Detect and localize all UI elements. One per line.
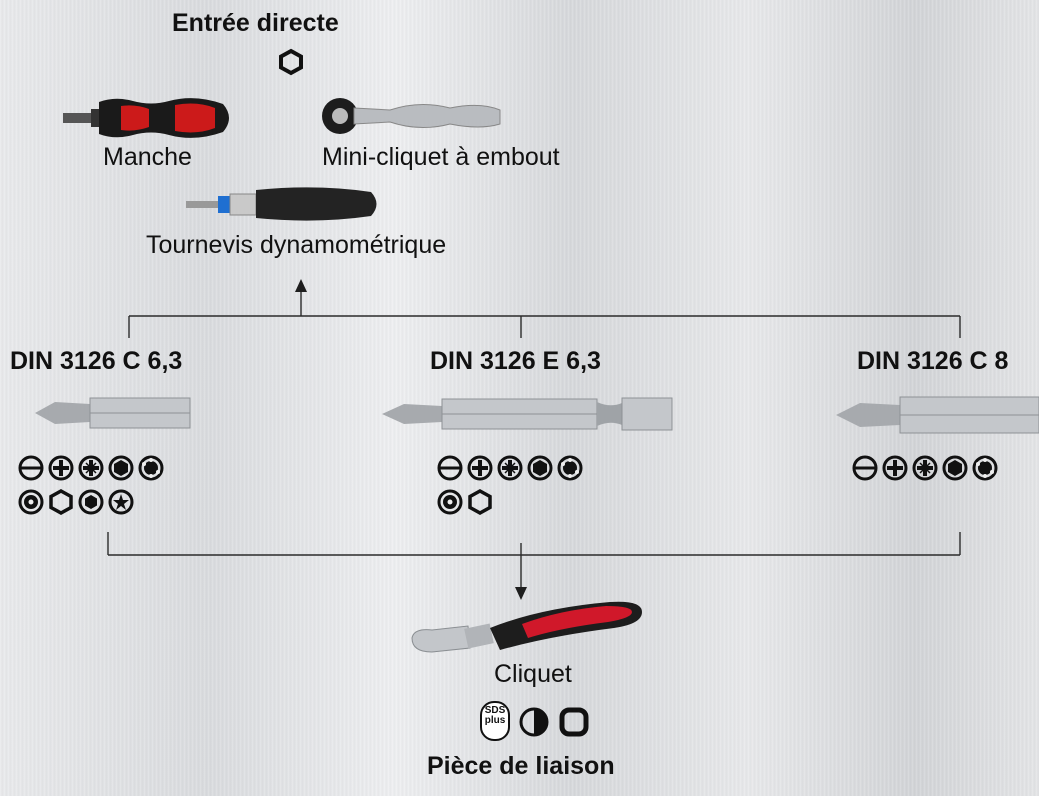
pozidriv-icon bbox=[497, 455, 523, 481]
connector-label: Pièce de liaison bbox=[427, 752, 615, 781]
half-circle-icon bbox=[518, 706, 550, 738]
ratchet-image bbox=[410, 598, 646, 662]
hex-socket-icon bbox=[48, 489, 74, 515]
torx-icon bbox=[557, 455, 583, 481]
plus-text: plus bbox=[485, 716, 506, 726]
phillips-icon bbox=[48, 455, 74, 481]
bit-label-e63: DIN 3126 E 6,3 bbox=[430, 347, 601, 376]
bit-label-c63: DIN 3126 C 6,3 bbox=[10, 347, 182, 376]
phillips-icon bbox=[882, 455, 908, 481]
bit-c63-profiles-row2 bbox=[18, 489, 134, 515]
ratchet-profiles: SDS plus bbox=[480, 701, 590, 741]
bit-c8-profiles-row1 bbox=[852, 455, 998, 481]
slot-icon bbox=[437, 455, 463, 481]
torx-icon bbox=[972, 455, 998, 481]
hex-solid-icon bbox=[78, 489, 104, 515]
slot-icon bbox=[18, 455, 44, 481]
triwing-icon bbox=[108, 489, 134, 515]
bit-label-c8: DIN 3126 C 8 bbox=[857, 347, 1008, 376]
bit-c63-profiles-row1 bbox=[18, 455, 164, 481]
arrow-up-icon bbox=[295, 279, 307, 292]
bit-c63-image bbox=[35, 393, 191, 433]
hex-socket-icon bbox=[467, 489, 493, 515]
torx-icon bbox=[138, 455, 164, 481]
hex-icon bbox=[942, 455, 968, 481]
phillips-icon bbox=[467, 455, 493, 481]
torx-tamper-icon bbox=[437, 489, 463, 515]
bit-c8-image bbox=[836, 393, 1039, 437]
bit-e63-profiles-row1 bbox=[437, 455, 583, 481]
hex-icon bbox=[108, 455, 134, 481]
hex-icon bbox=[527, 455, 553, 481]
sds-plus-icon: SDS plus bbox=[480, 701, 510, 741]
bit-e63-profiles-row2 bbox=[437, 489, 493, 515]
slot-icon bbox=[852, 455, 878, 481]
pozidriv-icon bbox=[912, 455, 938, 481]
ratchet-label: Cliquet bbox=[494, 660, 572, 689]
bit-e63-image bbox=[382, 393, 674, 435]
square-drive-icon bbox=[558, 706, 590, 738]
pozidriv-icon bbox=[78, 455, 104, 481]
torx-tamper-icon bbox=[18, 489, 44, 515]
